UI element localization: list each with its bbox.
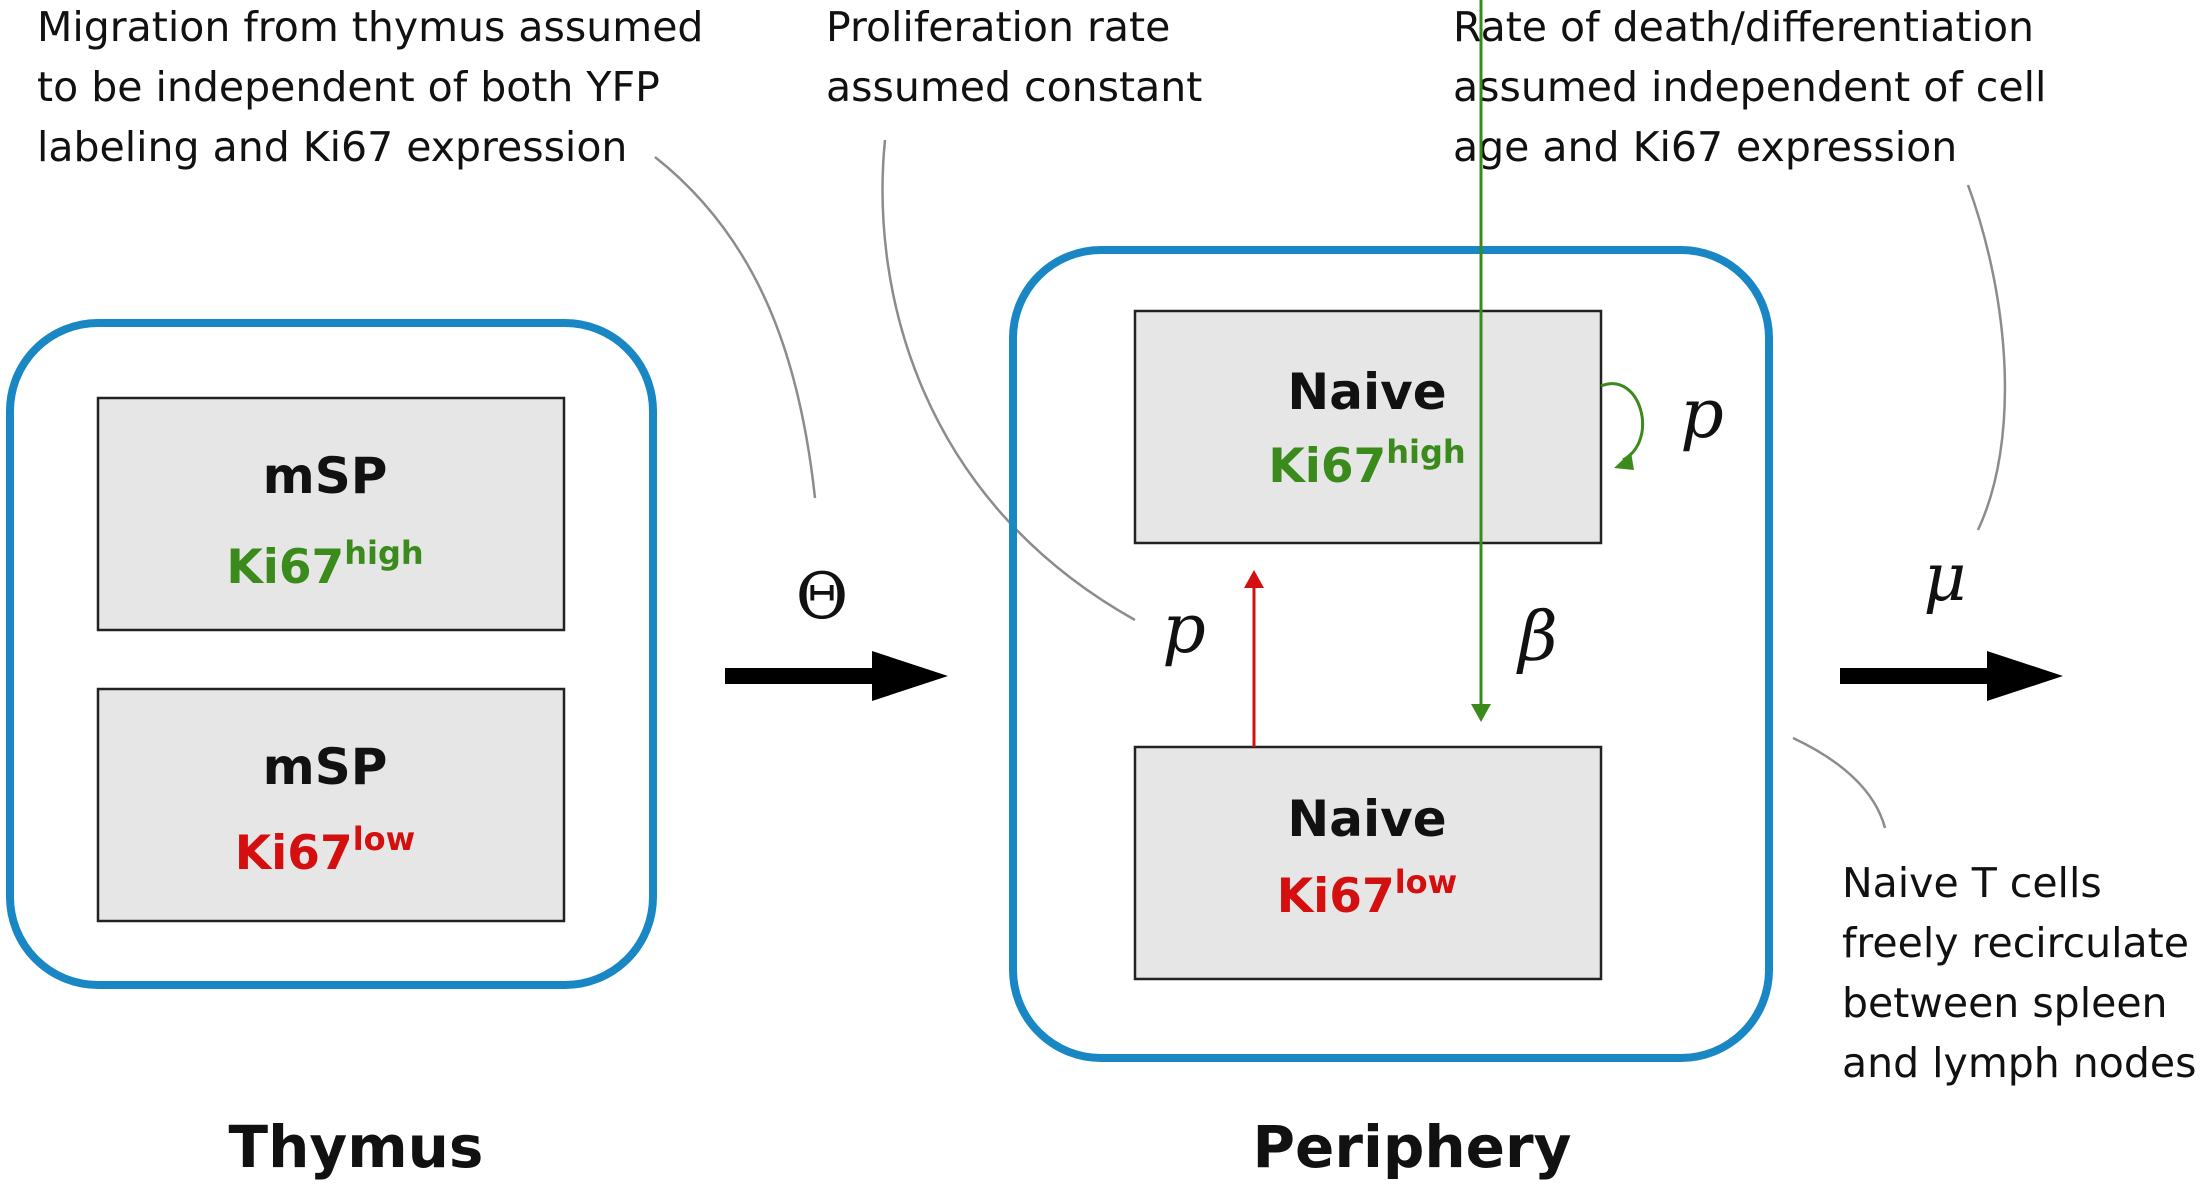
periphery-compartment	[1009, 246, 1773, 1062]
transition-down-arrow-head	[1471, 704, 1491, 722]
annotation-recirculation-line-3: between spleen	[1842, 979, 2168, 1027]
periphery-high-marker: Ki67high	[1268, 433, 1465, 494]
periphery-low-cell-name: Naive	[1287, 790, 1446, 848]
annotation-recirculation-line-4: and lymph nodes	[1842, 1039, 2197, 1087]
thymus-high-state: high	[344, 534, 423, 572]
self-proliferation-rate-symbol: p	[1680, 375, 1724, 454]
leader-line-death	[1966, 184, 2007, 531]
annotation-proliferation-line-1: Proliferation rate	[826, 3, 1170, 51]
annotation-migration-line-2: to be independent of both YFP	[37, 63, 660, 111]
periphery-high-cell-name: Naive	[1287, 363, 1446, 421]
migration-rate-symbol: Θ	[796, 560, 848, 634]
thymus-ki67-low-box	[96, 687, 566, 923]
thymus-high-cell-name: mSP	[263, 447, 388, 505]
annotation-migration-line-3: labeling and Ki67 expression	[37, 123, 627, 171]
annotation-migration-line-1: Migration from thymus assumed	[37, 3, 703, 51]
proliferation-up-arrow-head	[1244, 570, 1264, 588]
periphery-ki67-high-box	[1133, 309, 1603, 545]
migration-arrow-shaft	[725, 668, 880, 684]
annotation-death-line-3: age and Ki67 expression	[1453, 123, 1957, 171]
transition-rate-symbol: β	[1515, 598, 1557, 677]
periphery-low-marker: Ki67low	[1277, 863, 1457, 924]
annotation-proliferation-line-2: assumed constant	[826, 63, 1202, 111]
annotation-death-line-1: Rate of death/differentiation	[1453, 3, 2034, 51]
thymus-low-state: low	[353, 820, 416, 858]
annotation-recirculation-line-1: Naive T cells	[1842, 859, 2102, 907]
leader-line-recirculation	[1792, 736, 1887, 829]
periphery-label: Periphery	[1253, 1113, 1572, 1181]
proliferation-rate-symbol: p	[1162, 590, 1206, 669]
leader-line-proliferation	[881, 139, 1136, 622]
leader-line-migration	[654, 156, 817, 499]
periphery-ki67-low-box	[1133, 745, 1603, 981]
death-arrow-head	[1987, 651, 2063, 701]
thymus-compartment	[6, 319, 657, 989]
thymus-label: Thymus	[229, 1113, 484, 1181]
periphery-high-state: high	[1386, 433, 1465, 471]
death-arrow-shaft	[1840, 668, 1995, 684]
annotation-death-line-2: assumed independent of cell	[1453, 63, 2046, 111]
death-rate-symbol: μ	[1924, 539, 1967, 616]
self-proliferation-loop-head	[1614, 452, 1634, 470]
thymus-high-marker: Ki67high	[226, 534, 423, 595]
annotation-recirculation-line-2: freely recirculate	[1842, 919, 2189, 967]
thymus-ki67-high-box	[96, 396, 566, 632]
periphery-low-state: low	[1395, 863, 1458, 901]
thymus-low-cell-name: mSP	[263, 738, 388, 796]
self-proliferation-loop	[1600, 382, 1645, 462]
migration-arrow-head	[872, 651, 948, 701]
thymus-low-marker: Ki67low	[235, 820, 415, 881]
